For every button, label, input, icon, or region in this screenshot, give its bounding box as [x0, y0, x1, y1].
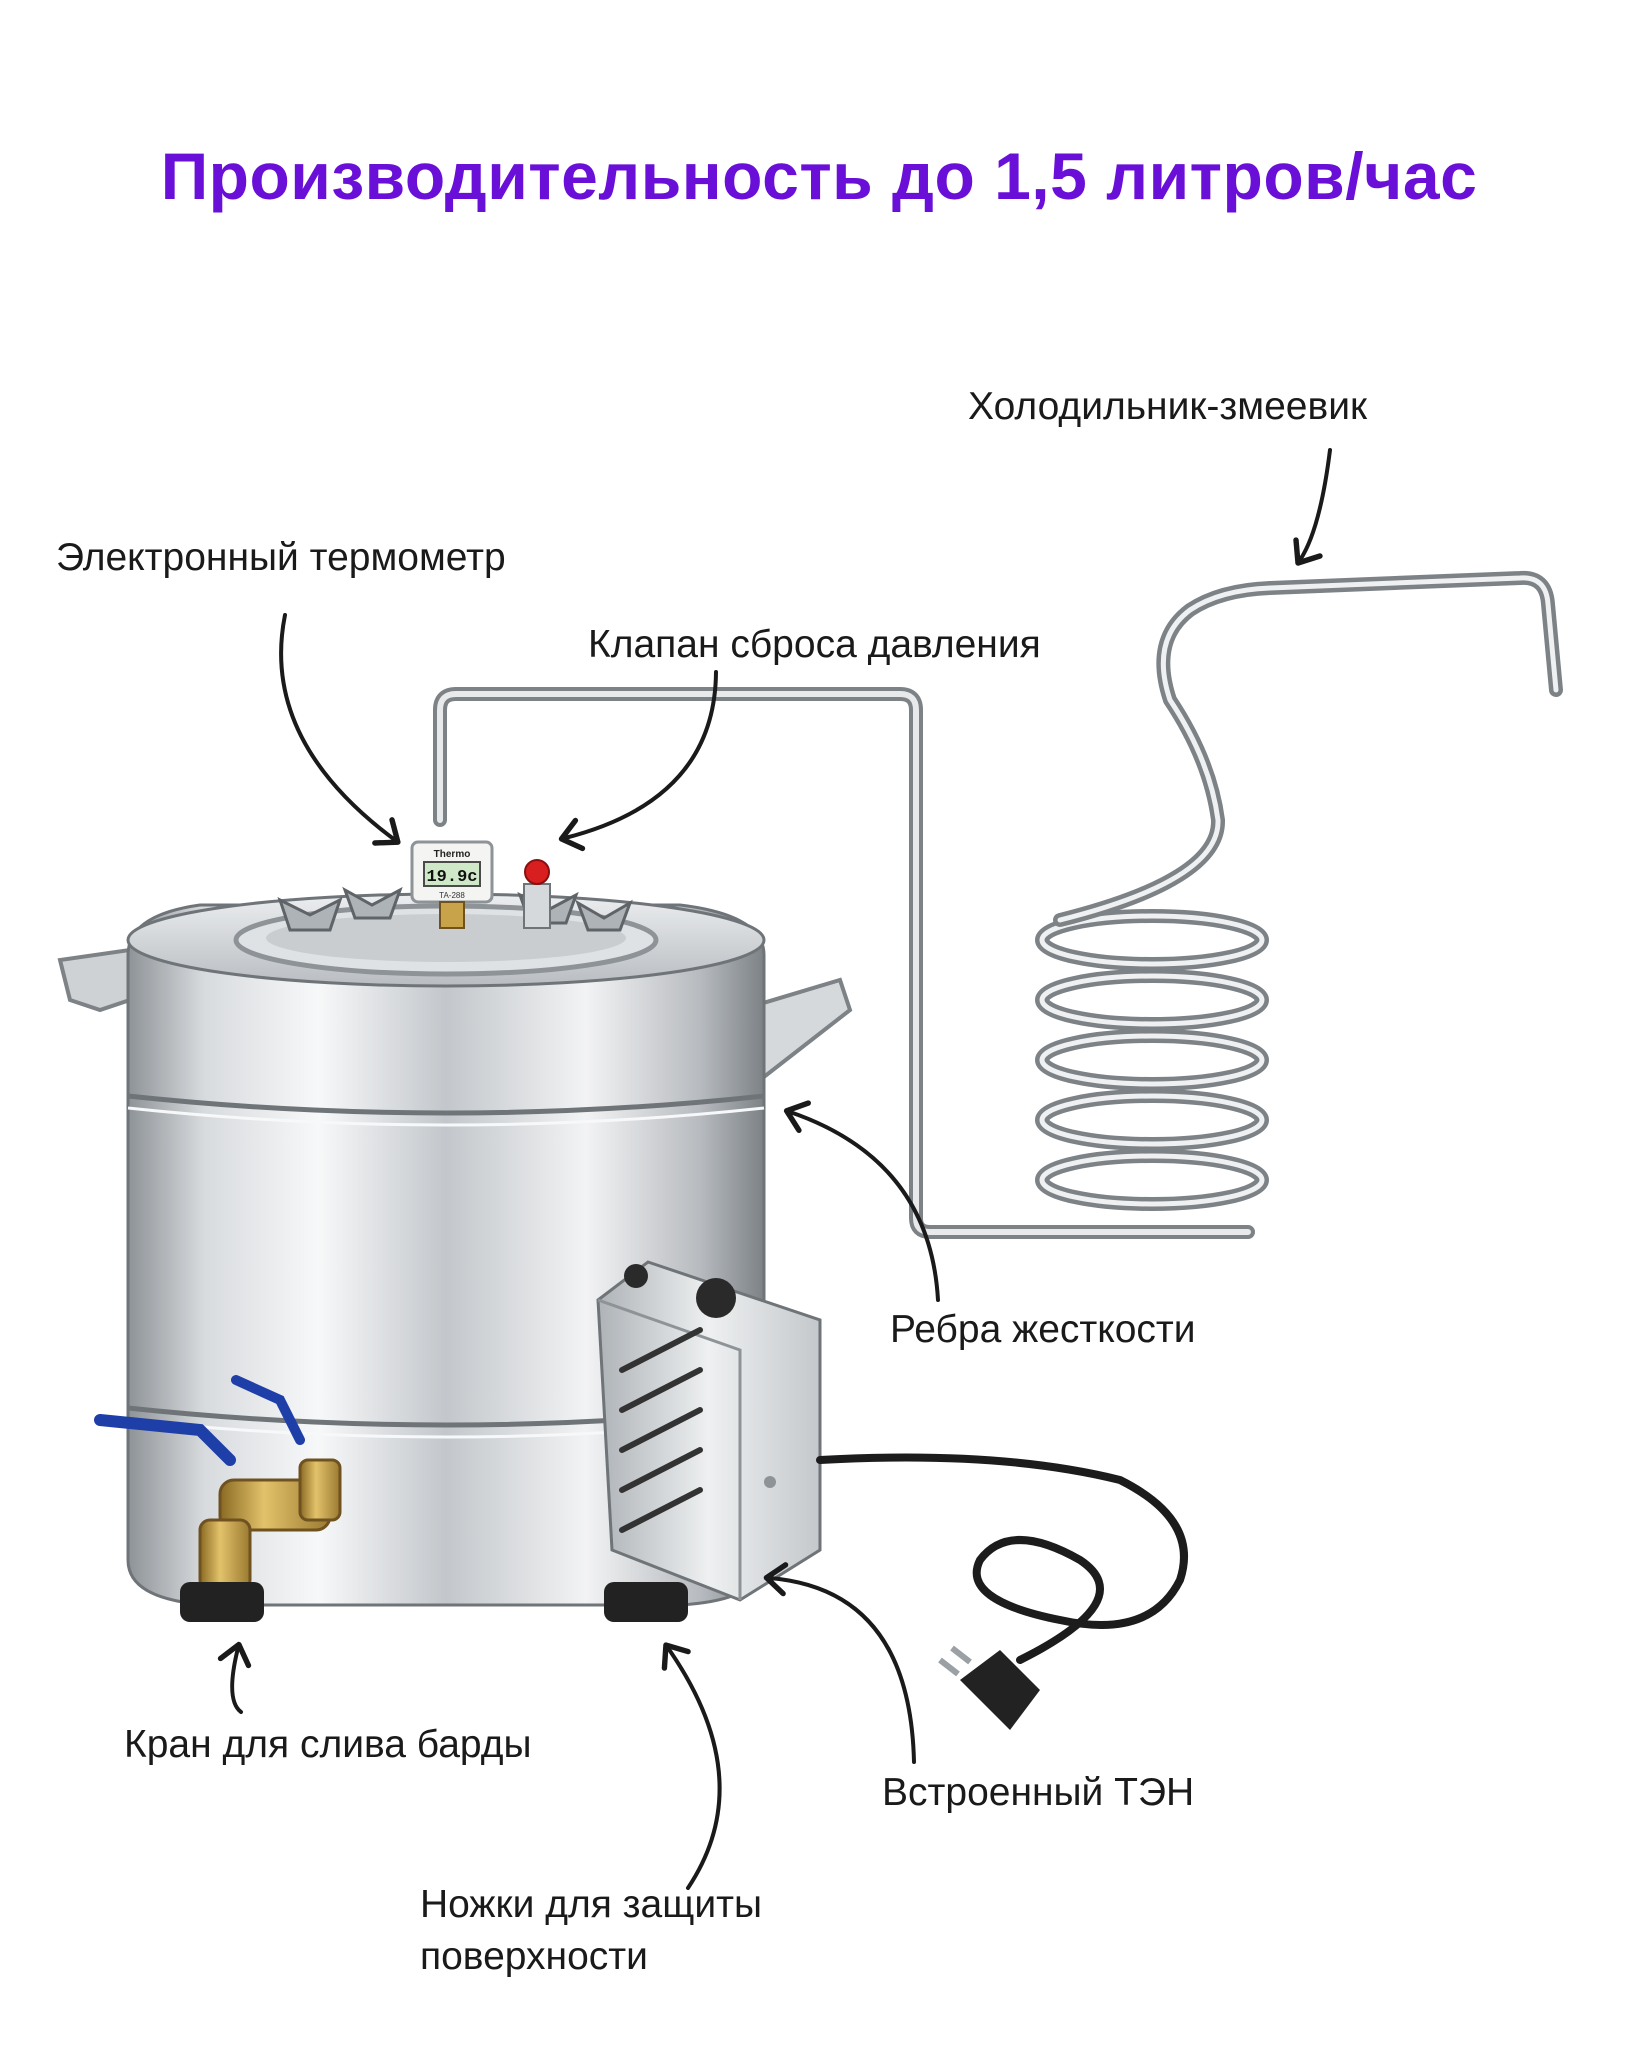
label-heater: Встроенный ТЭН — [882, 1771, 1195, 1814]
heater-box — [596, 1260, 822, 1602]
label-thermometer: Электронный термометр — [56, 536, 506, 579]
coil-tube — [433, 570, 1563, 1239]
power-plug-icon — [938, 1645, 1040, 1730]
pot-feet — [180, 1582, 688, 1622]
lid-wing-nuts — [277, 886, 633, 932]
label-cooler: Холодильник-змеевик — [968, 385, 1368, 428]
label-feet-line1: Ножки для защиты — [420, 1883, 762, 1926]
label-tap: Кран для слива барды — [124, 1723, 532, 1766]
arrow-feet — [661, 1642, 722, 1890]
pressure-valve — [523, 859, 551, 929]
label-feet-line2: поверхности — [420, 1935, 648, 1978]
thermometer-model: TA-288 — [439, 891, 465, 900]
thermometer-reading: 19.9c — [426, 868, 477, 887]
arrow-cooler — [1293, 448, 1332, 566]
label-valve: Клапан сброса давления — [588, 623, 1041, 666]
arrow-ribs — [783, 1100, 940, 1302]
thermometer-brand: Thermo — [434, 849, 471, 860]
power-cable — [816, 1453, 1188, 1664]
page-title: Производительность до 1,5 литров/час — [160, 139, 1478, 213]
arrow-valve — [558, 670, 718, 852]
arrow-thermometer — [279, 613, 401, 846]
drain-tap — [94, 1375, 342, 1592]
arrow-heater — [763, 1562, 916, 1764]
label-ribs: Ребра жесткости — [890, 1308, 1196, 1351]
arrow-tap — [217, 1641, 252, 1714]
thermometer-device: Thermo 19.9c TA-288 — [410, 840, 494, 929]
